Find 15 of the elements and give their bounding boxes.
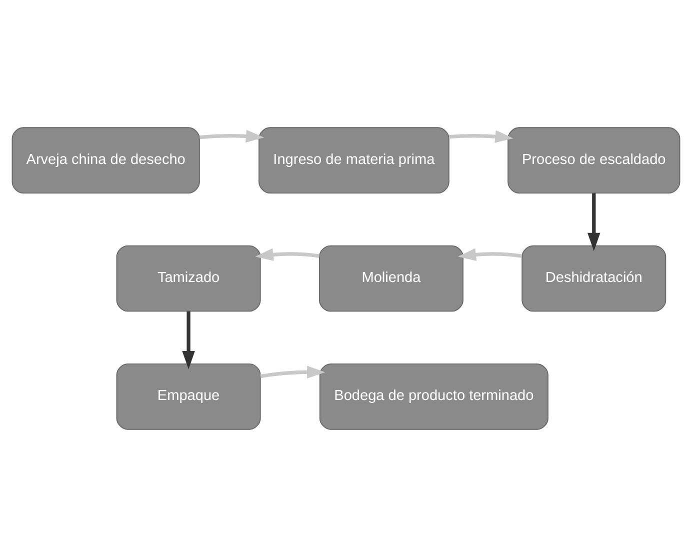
node-box: Tamizado <box>116 244 261 312</box>
node-box: Deshidratación <box>522 244 666 312</box>
node-box: Arveja china de desecho <box>12 126 200 194</box>
node-box: Empaque <box>116 362 261 430</box>
node-box: Ingreso de materia prima <box>258 126 450 194</box>
arrow <box>182 311 195 369</box>
arrow <box>458 248 522 260</box>
node-box: Proceso de escaldado <box>508 126 680 194</box>
arrow <box>255 248 320 260</box>
arrow <box>199 129 264 142</box>
node-box: Molienda <box>318 244 464 312</box>
arrow <box>448 130 514 142</box>
node-box: Bodega de producto terminado <box>319 362 548 430</box>
arrow <box>260 365 326 378</box>
arrow <box>588 192 600 251</box>
